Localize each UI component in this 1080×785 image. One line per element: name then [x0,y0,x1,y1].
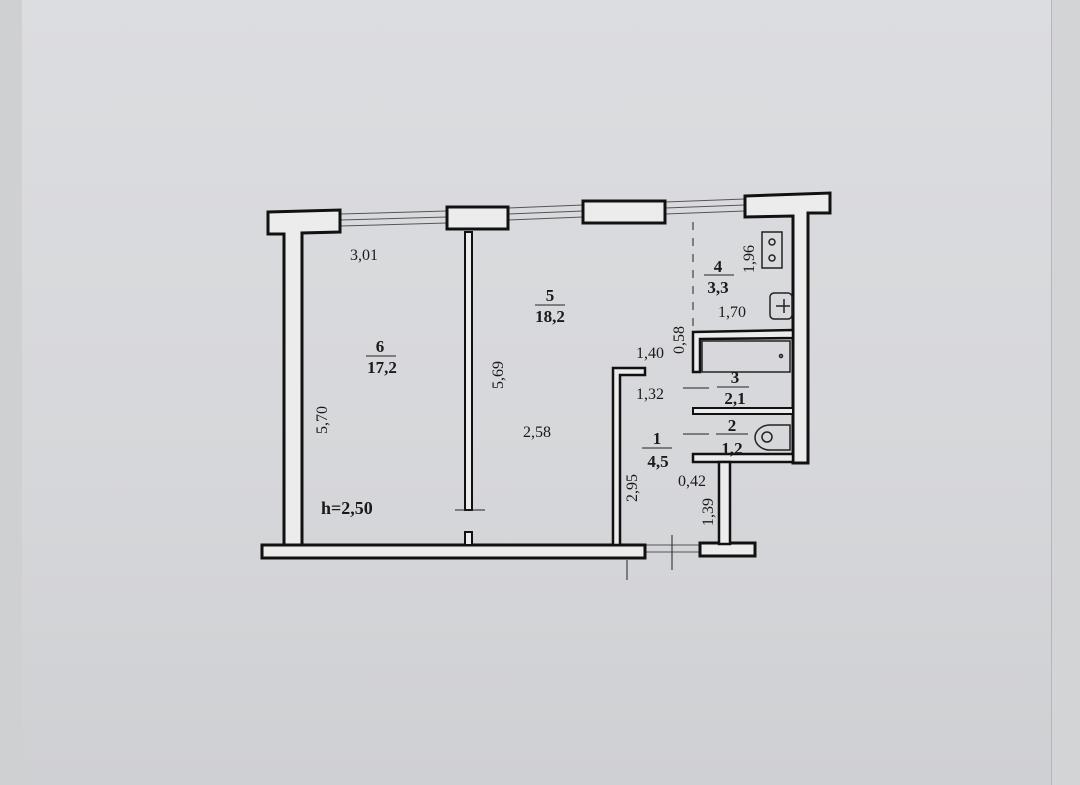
wall-pier-2 [445,205,510,231]
walls [260,191,832,560]
room-2-number: 2 [728,416,737,435]
wall-bath-block [691,328,795,374]
room-2-area: 1,2 [721,439,742,458]
dim-hall-c: 1,32 [636,386,664,403]
room-labels: 6 17,2 5 18,2 4 3,3 3 2,1 2 1,2 1 4,5 h=… [321,257,749,518]
room-3-number: 3 [731,368,740,387]
room-5-number: 5 [546,286,555,305]
dim-room6-width: 3,01 [350,247,378,264]
wall-bath-divider-2 [691,452,795,464]
wall-hall-left [611,366,647,547]
dim-room5-length: 5,69 [490,361,507,389]
room-1-number: 1 [653,429,662,448]
dim-room6-length: 5,70 [314,406,331,434]
dim-room4-length: 1,96 [741,245,758,273]
dim-hall-length: 2,95 [624,474,641,502]
toilet-icon [754,424,791,451]
wall-bottom-left [260,543,647,560]
dim-hall-d: 0,42 [678,473,706,490]
room-4-number: 4 [714,257,723,276]
wall-partition-6-5-bottom [464,531,473,546]
wall-pier-3 [581,199,667,225]
windows [339,198,746,553]
paper-edge-right [1051,0,1080,785]
fixtures [455,222,793,580]
wall-top-right-pier [743,191,832,465]
wall-bath-divider-1 [692,407,794,415]
room-6-area: 17,2 [367,358,397,377]
dim-room4-width: 1,70 [718,304,746,321]
room-4-area: 3,3 [707,278,728,297]
bathtub-icon [701,340,791,373]
wall-partition-6-5 [464,231,473,511]
ceiling-height: h=2,50 [321,498,373,518]
room-3-area: 2,1 [724,389,745,408]
kitchen-sink-icon [769,292,793,320]
wall-top-left-pier [266,208,342,547]
dim-hall-b: 0,58 [671,326,688,354]
dim-hall-e: 1,39 [700,498,717,526]
room-1-area: 4,5 [647,452,668,471]
wall-hall-right [717,460,732,546]
dim-room5-width: 2,58 [523,424,551,441]
room-6-number: 6 [376,337,385,356]
dim-hall-a: 1,40 [636,345,664,362]
paper-sheet [22,0,1052,785]
stove-icon [761,231,783,269]
dimension-labels: 3,01 5,70 5,69 2,58 1,96 1,70 1,40 0,58 … [314,245,758,526]
room-5-area: 18,2 [535,307,565,326]
